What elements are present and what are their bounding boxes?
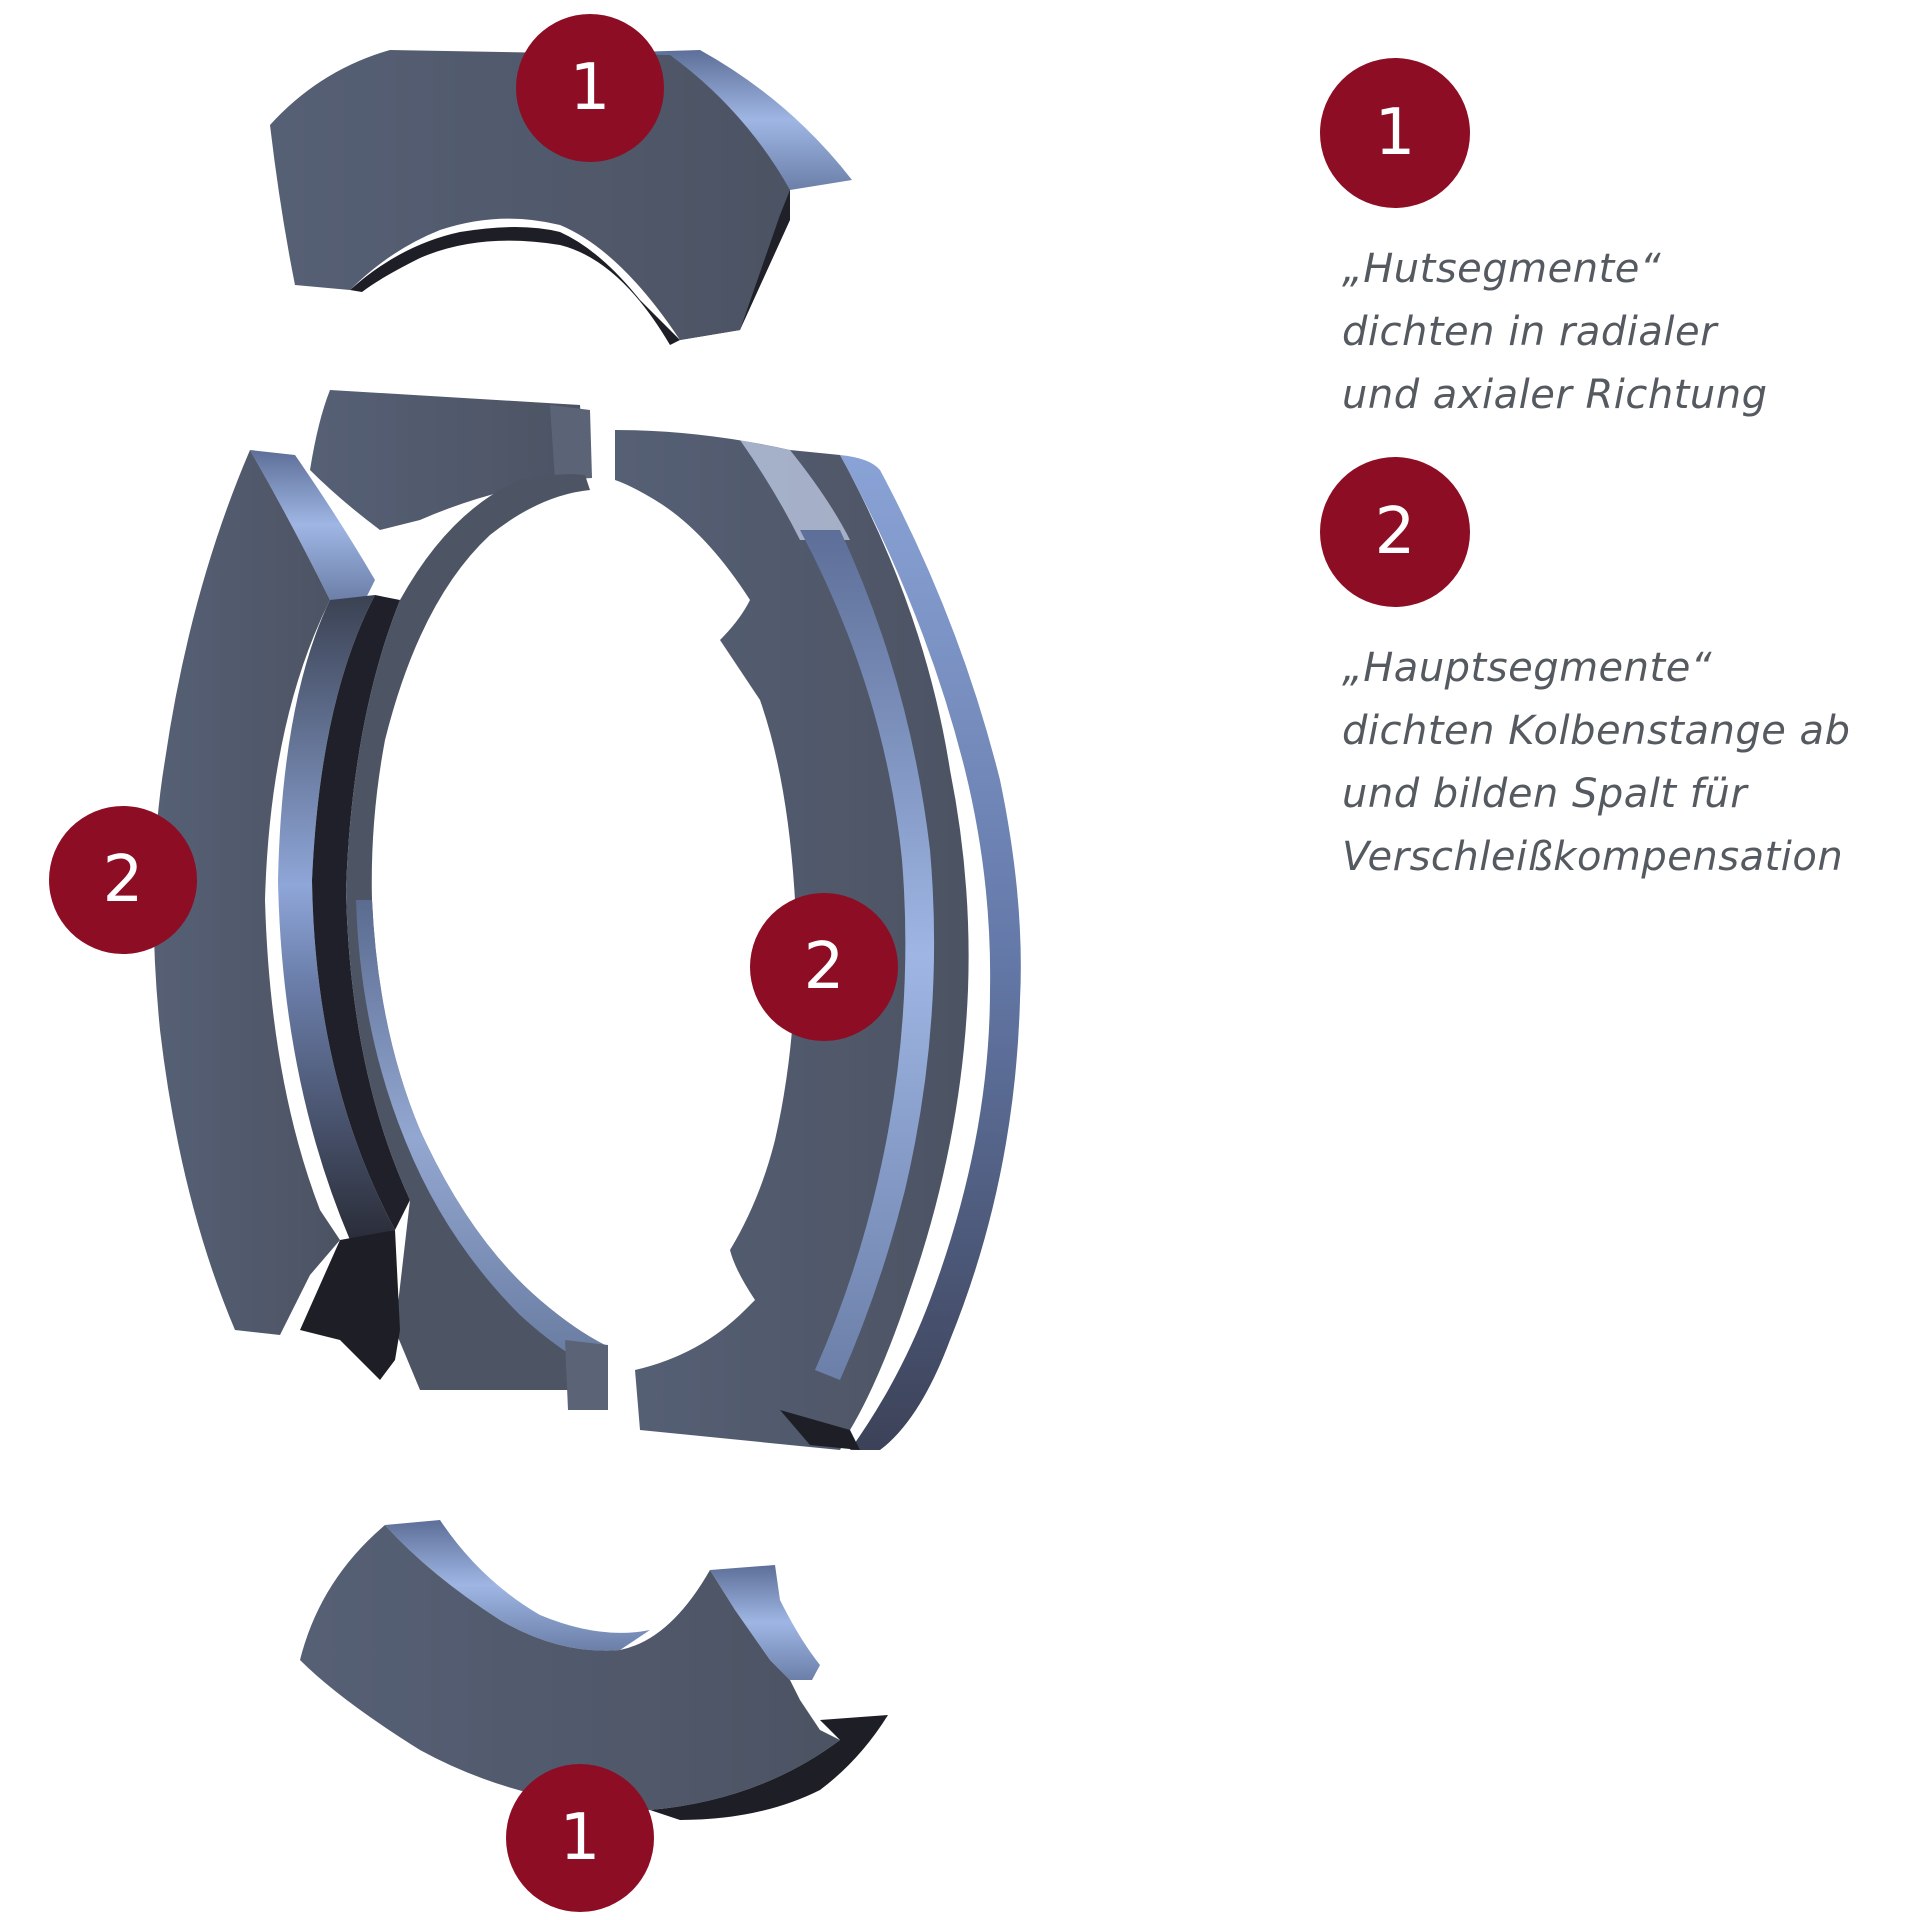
hut-segment-bottom-face [300, 1525, 840, 1810]
hut-segment-bottom [300, 1520, 888, 1820]
legend-item-hutsegmente: 1 „Hutsegmente“ dichten in radialer und … [1318, 58, 1918, 427]
hut-segment-top-face [270, 50, 790, 340]
legend-description-2: „Hauptsegmente“ dichten Kolbenstange ab … [1342, 637, 1918, 889]
haupt-segment-left-inner-ring [278, 595, 395, 1240]
haupt-segment-left-outer-edge [250, 450, 375, 600]
callout-hut-top-number: 1 [570, 51, 611, 125]
legend-line: Verschleißkompensation [1342, 834, 1844, 880]
haupt-segment-left-inner-groove [312, 595, 410, 1230]
callout-haupt-right-number: 2 [804, 930, 845, 1004]
haupt-segment-left-bore-highlight [356, 900, 605, 1375]
haupt-segment-left-lower-tab-end [565, 1340, 608, 1410]
hut-segment-bottom-right-edge [710, 1565, 820, 1680]
hut-segment-top-inner-shadow [350, 227, 680, 345]
hut-segment-top-edge [540, 50, 852, 190]
callout-haupt-left-number: 2 [103, 843, 144, 917]
haupt-segment-right-face-highlight [740, 440, 850, 540]
legend-line: dichten Kolbenstange ab [1342, 708, 1851, 754]
legend-item-hauptsegmente: 2 „Hauptsegmente“ dichten Kolbenstange a… [1318, 457, 1918, 889]
haupt-segment-left-upper-tab [310, 390, 585, 530]
haupt-segment-left-face [153, 450, 340, 1335]
legend-badge-1: 1 [1320, 58, 1470, 208]
legend: 1 „Hutsegmente“ dichten in radialer und … [1318, 58, 1918, 919]
legend-description-1: „Hutsegmente“ dichten in radialer und ax… [1342, 238, 1918, 427]
callout-hut-top: 1 [516, 14, 664, 162]
haupt-segment-left-upper-tab-end [550, 405, 592, 480]
callout-haupt-right: 2 [750, 893, 898, 1041]
callout-hut-bottom-number: 1 [560, 1801, 601, 1875]
callout-haupt-left: 2 [49, 806, 197, 954]
haupt-segment-left-lower-shadow [300, 1230, 400, 1380]
callout-hut-bottom: 1 [506, 1764, 654, 1912]
haupt-segment-left-bore-face [346, 474, 605, 1390]
hut-segment-bottom-shadow [650, 1715, 888, 1820]
haupt-segment-right-outer-rim [840, 455, 1021, 1450]
legend-line: „Hutsegmente“ [1342, 246, 1662, 292]
legend-line: dichten in radialer [1342, 309, 1718, 355]
haupt-segment-right-bottom-shadow [780, 1410, 860, 1450]
haupt-segment-right [615, 430, 1021, 1450]
hut-segment-bottom-top-edge [385, 1520, 650, 1651]
haupt-segment-right-inner-edge [800, 530, 935, 1380]
legend-line: „Hauptsegmente“ [1342, 645, 1713, 691]
legend-line: und bilden Spalt für [1342, 771, 1748, 817]
haupt-segment-left [153, 390, 608, 1410]
legend-badge-2: 2 [1320, 457, 1470, 607]
legend-line: und axialer Richtung [1342, 372, 1768, 418]
hut-segment-top [270, 50, 852, 345]
